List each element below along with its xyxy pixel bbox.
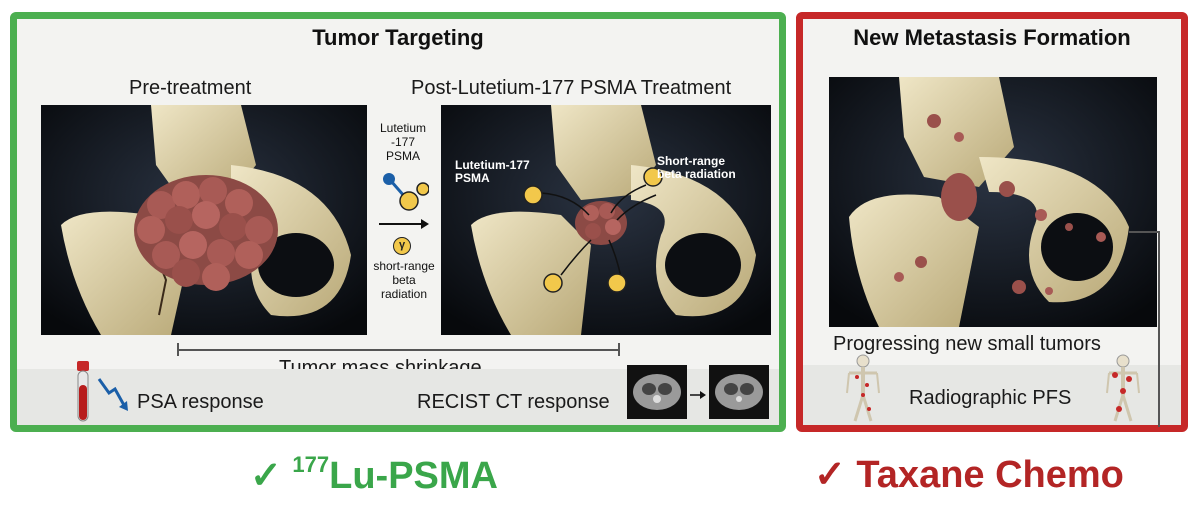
blood-tube-icon [77,361,89,422]
hip-bone-illustration [41,105,367,335]
lu-psma-text: Lu-PSMA [329,455,498,497]
pfs-connector-v [1158,231,1160,427]
down-trend-arrow-icon [97,378,128,411]
metastasis-image [829,77,1157,327]
shrinkage-bracket-left [177,343,179,356]
progressing-tumors-label: Progressing new small tumors [833,333,1101,355]
tumor-targeting-title: Tumor Targeting [312,25,484,50]
lutetium-annotation: Lutetium-177 PSMA [455,158,530,185]
gamma-badge-icon: γ [393,237,411,255]
check-mark-icon: ✓ [250,455,282,497]
taxane-panel: New Metastasis Formation Progressing new… [796,12,1188,432]
response-strip: PSA response RECIST CT response [17,361,779,425]
check-mark-icon: ✓ [814,454,846,496]
ct-scan-icon [627,365,687,419]
right-arrow-icon [379,219,429,229]
shrinkage-bracket-right [618,343,620,356]
lutetium-drug-label: Lutetium -177 PSMA [379,121,427,163]
post-treatment-image [441,105,771,335]
pre-treatment-image [41,105,367,335]
tumor-mass [134,175,278,291]
beta-radiation-annotation: Short-range beta radiation [657,154,736,181]
pelvis-metastasis-illustration [829,77,1157,327]
small-arrow-icon [690,391,706,399]
shrinkage-bracket-line [177,349,619,351]
pfs-connector-h [1129,231,1159,233]
pfs-strip: Radiographic PFS [803,354,1181,425]
lu-psma-panel: Tumor Targeting Pre-treatment Post-Lutet… [10,12,786,432]
metastasis-title: New Metastasis Formation [853,25,1131,50]
recist-response-label: RECIST CT response [417,391,610,413]
lu-psma-caption: ✓ 177Lu-PSMA [250,452,498,498]
short-range-beta-label: short-range beta radiation [373,259,435,301]
taxane-caption: ✓ Taxane Chemo [814,452,1124,497]
skeleton-progress-icon [1106,354,1140,422]
post-treatment-label: Post-Lutetium-177 PSMA Treatment [411,77,732,99]
psa-response-label: PSA response [137,391,264,413]
metastasis-lesions [894,114,1106,295]
pre-treatment-label: Pre-treatment [129,77,252,99]
skeleton-icon [846,354,880,422]
isotope-superscript: 177 [292,452,330,477]
taxane-text: Taxane Chemo [856,454,1124,496]
ct-scan-after-icon [709,365,769,419]
hip-bone-shrunk-illustration [441,105,771,335]
psma-molecule-icon [383,173,429,211]
small-tumor-mass [575,201,627,245]
radiographic-pfs-label: Radiographic PFS [909,387,1072,409]
